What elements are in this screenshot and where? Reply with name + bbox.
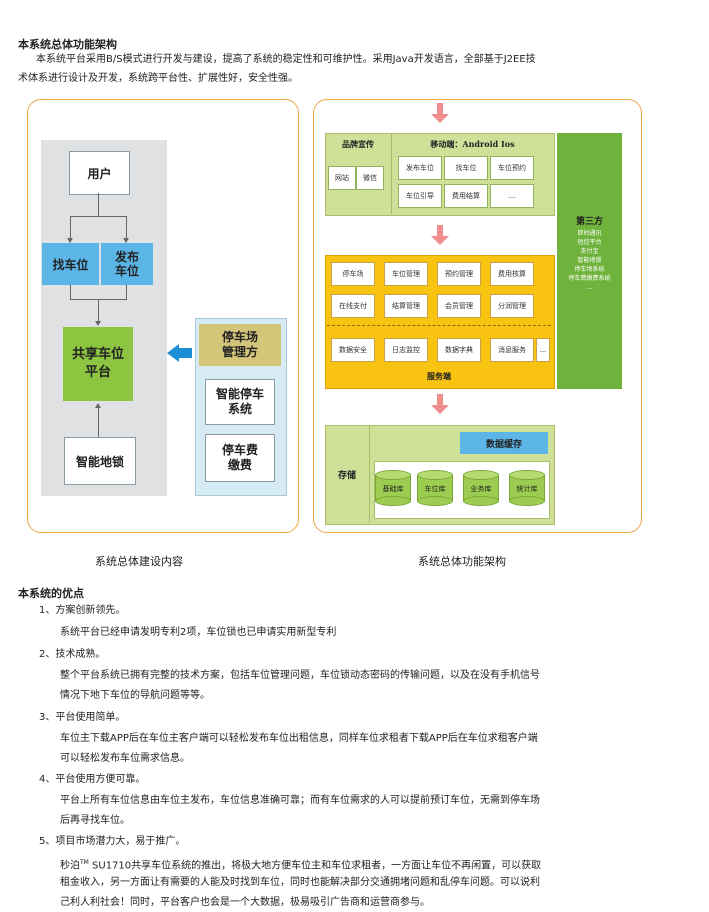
mobile-item: 发布车位 (398, 156, 442, 180)
arrow-left-icon (167, 344, 179, 362)
parking-fee-label-1: 停车费 (221, 443, 258, 457)
data-cache-box: 数据缓存 (460, 432, 548, 454)
server-item: ... (536, 338, 550, 362)
advantage-heading: 4、平台使用方便可靠。 (39, 774, 146, 785)
server-title: 服务端 (427, 370, 451, 381)
shared-platform-box: 共享车位 平台 (63, 327, 133, 401)
publish-spot-box: 发布 车位 (101, 243, 153, 285)
advantage-heading: 3、平台使用简单。 (39, 712, 126, 723)
down-arrow-icon (431, 405, 449, 414)
brand-title: 品牌宣传 (342, 138, 374, 149)
brand-item: 微信 (356, 166, 384, 190)
server-item: 结算管理 (384, 294, 428, 318)
server-item: 日志监控 (384, 338, 428, 362)
right-diagram-caption: 系统总体功能架构 (418, 555, 506, 568)
brand-item: 网站 (328, 166, 356, 190)
advantage-text: 秒泊TM SU1710共享车位系统的推出，将极大地方便车位主和车位求租者，一方面… (60, 853, 541, 875)
mobile-item: 车位引导 (398, 184, 442, 208)
section-title-architecture: 本系统总体功能架构 (18, 38, 117, 51)
storage-title: 存储 (337, 470, 356, 481)
advantage-text: 整个平台系统已拥有完整的技术方案，包括车位管理问题，车位锁动态密码的传输问题，以… (60, 670, 540, 681)
publish-spot-label-2: 车位 (114, 264, 139, 278)
down-arrow-icon (431, 114, 449, 123)
database-label: 统计库 (516, 485, 538, 493)
smart-parking-box: 智能停车 系统 (205, 379, 275, 425)
advantage-heading: 5、项目市场潜力大，易于推广。 (39, 836, 186, 847)
third-party-item: 停车费缴费系统 (568, 275, 611, 282)
server-item: 分润管理 (490, 294, 534, 318)
advantage-text: 租金收入，另一方面让有需要的人能及时找到车位，同时也能解决部分交通拥堵问题和乱停… (60, 877, 540, 888)
smart-lock-box: 智能地锁 (64, 437, 136, 485)
find-spot-box: 找车位 (42, 243, 99, 285)
database-label: 车位库 (424, 485, 446, 493)
mobile-item: 找车位 (444, 156, 488, 180)
intro-text-line2: 术体系进行设计及开发，系统跨平台性、扩展性好，安全性强。 (18, 73, 298, 84)
server-item: 会员管理 (437, 294, 481, 318)
third-party-item: 停车场系统 (574, 266, 605, 273)
parking-manager-box: 停车场 管理方 (199, 324, 281, 366)
intro-text-line1: 本系统平台采用B/S模式进行开发与建设，提高了系统的稳定性和可维护性。采用Jav… (36, 54, 536, 65)
parking-manager-label-1: 停车场 (221, 330, 258, 344)
server-item: 预约管理 (437, 262, 481, 286)
database-icon: 统计库 (509, 470, 545, 506)
left-diagram-caption: 系统总体建设内容 (95, 555, 183, 568)
advantage-text: 车位主下载APP后在车位主客户端可以轻松发布车位出租信息，同样车位求租者下载AP… (60, 733, 538, 744)
mobile-item: 费用结算 (444, 184, 488, 208)
advantage-text: 己利人利社会！同时，平台客户也会是一个大数据，极易吸引广告商和运营商参与。 (60, 897, 430, 908)
server-item: 消息服务 (490, 338, 534, 362)
shared-platform-label-1: 共享车位 (71, 347, 124, 362)
down-arrow-icon (431, 236, 449, 245)
server-item: 在线支付 (331, 294, 375, 318)
advantage-text: 平台上所有车位信息由车位主发布，车位信息准确可靠；而有车位需求的人可以提前预订车… (60, 795, 540, 806)
parking-manager-label-2: 管理方 (221, 345, 258, 359)
left-platform-bg (41, 140, 167, 496)
advantage-text-part: SU1710共享车位系统的推出，将极大地方便车位主和车位求租者，一方面让车位不再… (88, 860, 542, 872)
third-party-title: 第三方 (575, 217, 603, 227)
database-icon: 基础库 (375, 470, 411, 506)
advantage-heading: 1、方案创新领先。 (39, 605, 126, 616)
advantage-text: 后再寻找车位。 (60, 815, 130, 826)
section-title-advantages: 本系统的优点 (18, 587, 84, 600)
advantage-text: 可以轻松发布车位需求信息。 (60, 753, 190, 764)
server-item: 费用核算 (490, 262, 534, 286)
brand-name: 秒泊 (60, 860, 80, 872)
database-label: 基础库 (382, 485, 404, 493)
server-item: 数据安全 (331, 338, 375, 362)
advantage-heading: 2、技术成熟。 (39, 649, 106, 660)
third-party-column (557, 133, 622, 389)
parking-fee-box: 停车费 缴费 (205, 434, 275, 482)
advantage-text: 系统平台已经申请发明专利2项，车位锁也已申请实用新型专利 (60, 627, 337, 638)
trademark-mark: TM (80, 859, 89, 866)
server-item: 停车场 (331, 262, 375, 286)
smart-parking-label-2: 系统 (227, 402, 252, 416)
advantage-text: 情况下地下车位的导航问题等等。 (60, 690, 210, 701)
database-icon: 车位库 (417, 470, 453, 506)
smart-parking-label-1: 智能停车 (215, 387, 264, 401)
server-item: 车位管理 (384, 262, 428, 286)
server-item: 数据字典 (437, 338, 481, 362)
mobile-item: 车位预约 (490, 156, 534, 180)
third-party-item: 即时通讯 (577, 230, 602, 237)
parking-fee-label-2: 缴费 (227, 458, 252, 472)
third-party-item: 智能地锁 (577, 257, 602, 264)
user-box: 用户 (69, 151, 130, 195)
third-party-item: 支付宝 (580, 248, 599, 255)
mobile-item: ... (490, 184, 534, 208)
mobile-title: 移动端：Android Ios (430, 138, 515, 149)
database-label: 业务库 (470, 485, 492, 493)
shared-platform-label-2: 平台 (84, 365, 111, 380)
publish-spot-label-1: 发布 (114, 250, 139, 264)
third-party-item: ... (586, 284, 593, 291)
database-icon: 业务库 (463, 470, 499, 506)
third-party-item: 短信平台 (577, 239, 602, 246)
find-spot-label: 找车位 (52, 257, 89, 272)
